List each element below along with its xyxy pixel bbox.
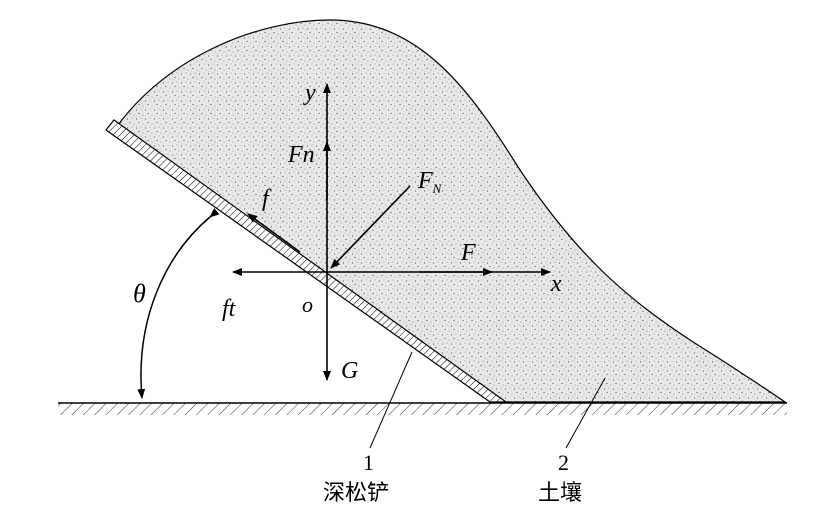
fN-label-main: F: [417, 168, 433, 194]
origin-label: o: [302, 292, 313, 317]
force-f-label: F: [460, 240, 476, 266]
x-axis-label: x: [550, 271, 562, 297]
gravity-label: G: [341, 358, 358, 384]
subsoiler-blade: [105, 119, 508, 403]
fN-label-sub: N: [432, 181, 443, 196]
y-axis-label: y: [303, 80, 316, 106]
theta-arc: [137, 208, 220, 399]
callout-leader-1: [369, 351, 413, 449]
ground-hatch: [58, 403, 787, 415]
soil-mound: [117, 19, 787, 403]
callout-2-number: 2: [558, 450, 569, 475]
callout-leader-2: [565, 377, 606, 449]
callout-1-number: 1: [363, 450, 374, 475]
fN-arrow: [330, 185, 411, 269]
fN-label: FN: [417, 168, 443, 196]
ft-label: ft: [222, 296, 237, 322]
callout-2-name: 土壤: [538, 481, 582, 506]
fn-label: Fn: [287, 142, 315, 168]
callout-1-name: 深松铲: [323, 481, 389, 506]
friction-f-label: f: [262, 186, 272, 212]
friction-f-arrow: [247, 213, 301, 253]
theta-label: θ: [133, 279, 146, 308]
